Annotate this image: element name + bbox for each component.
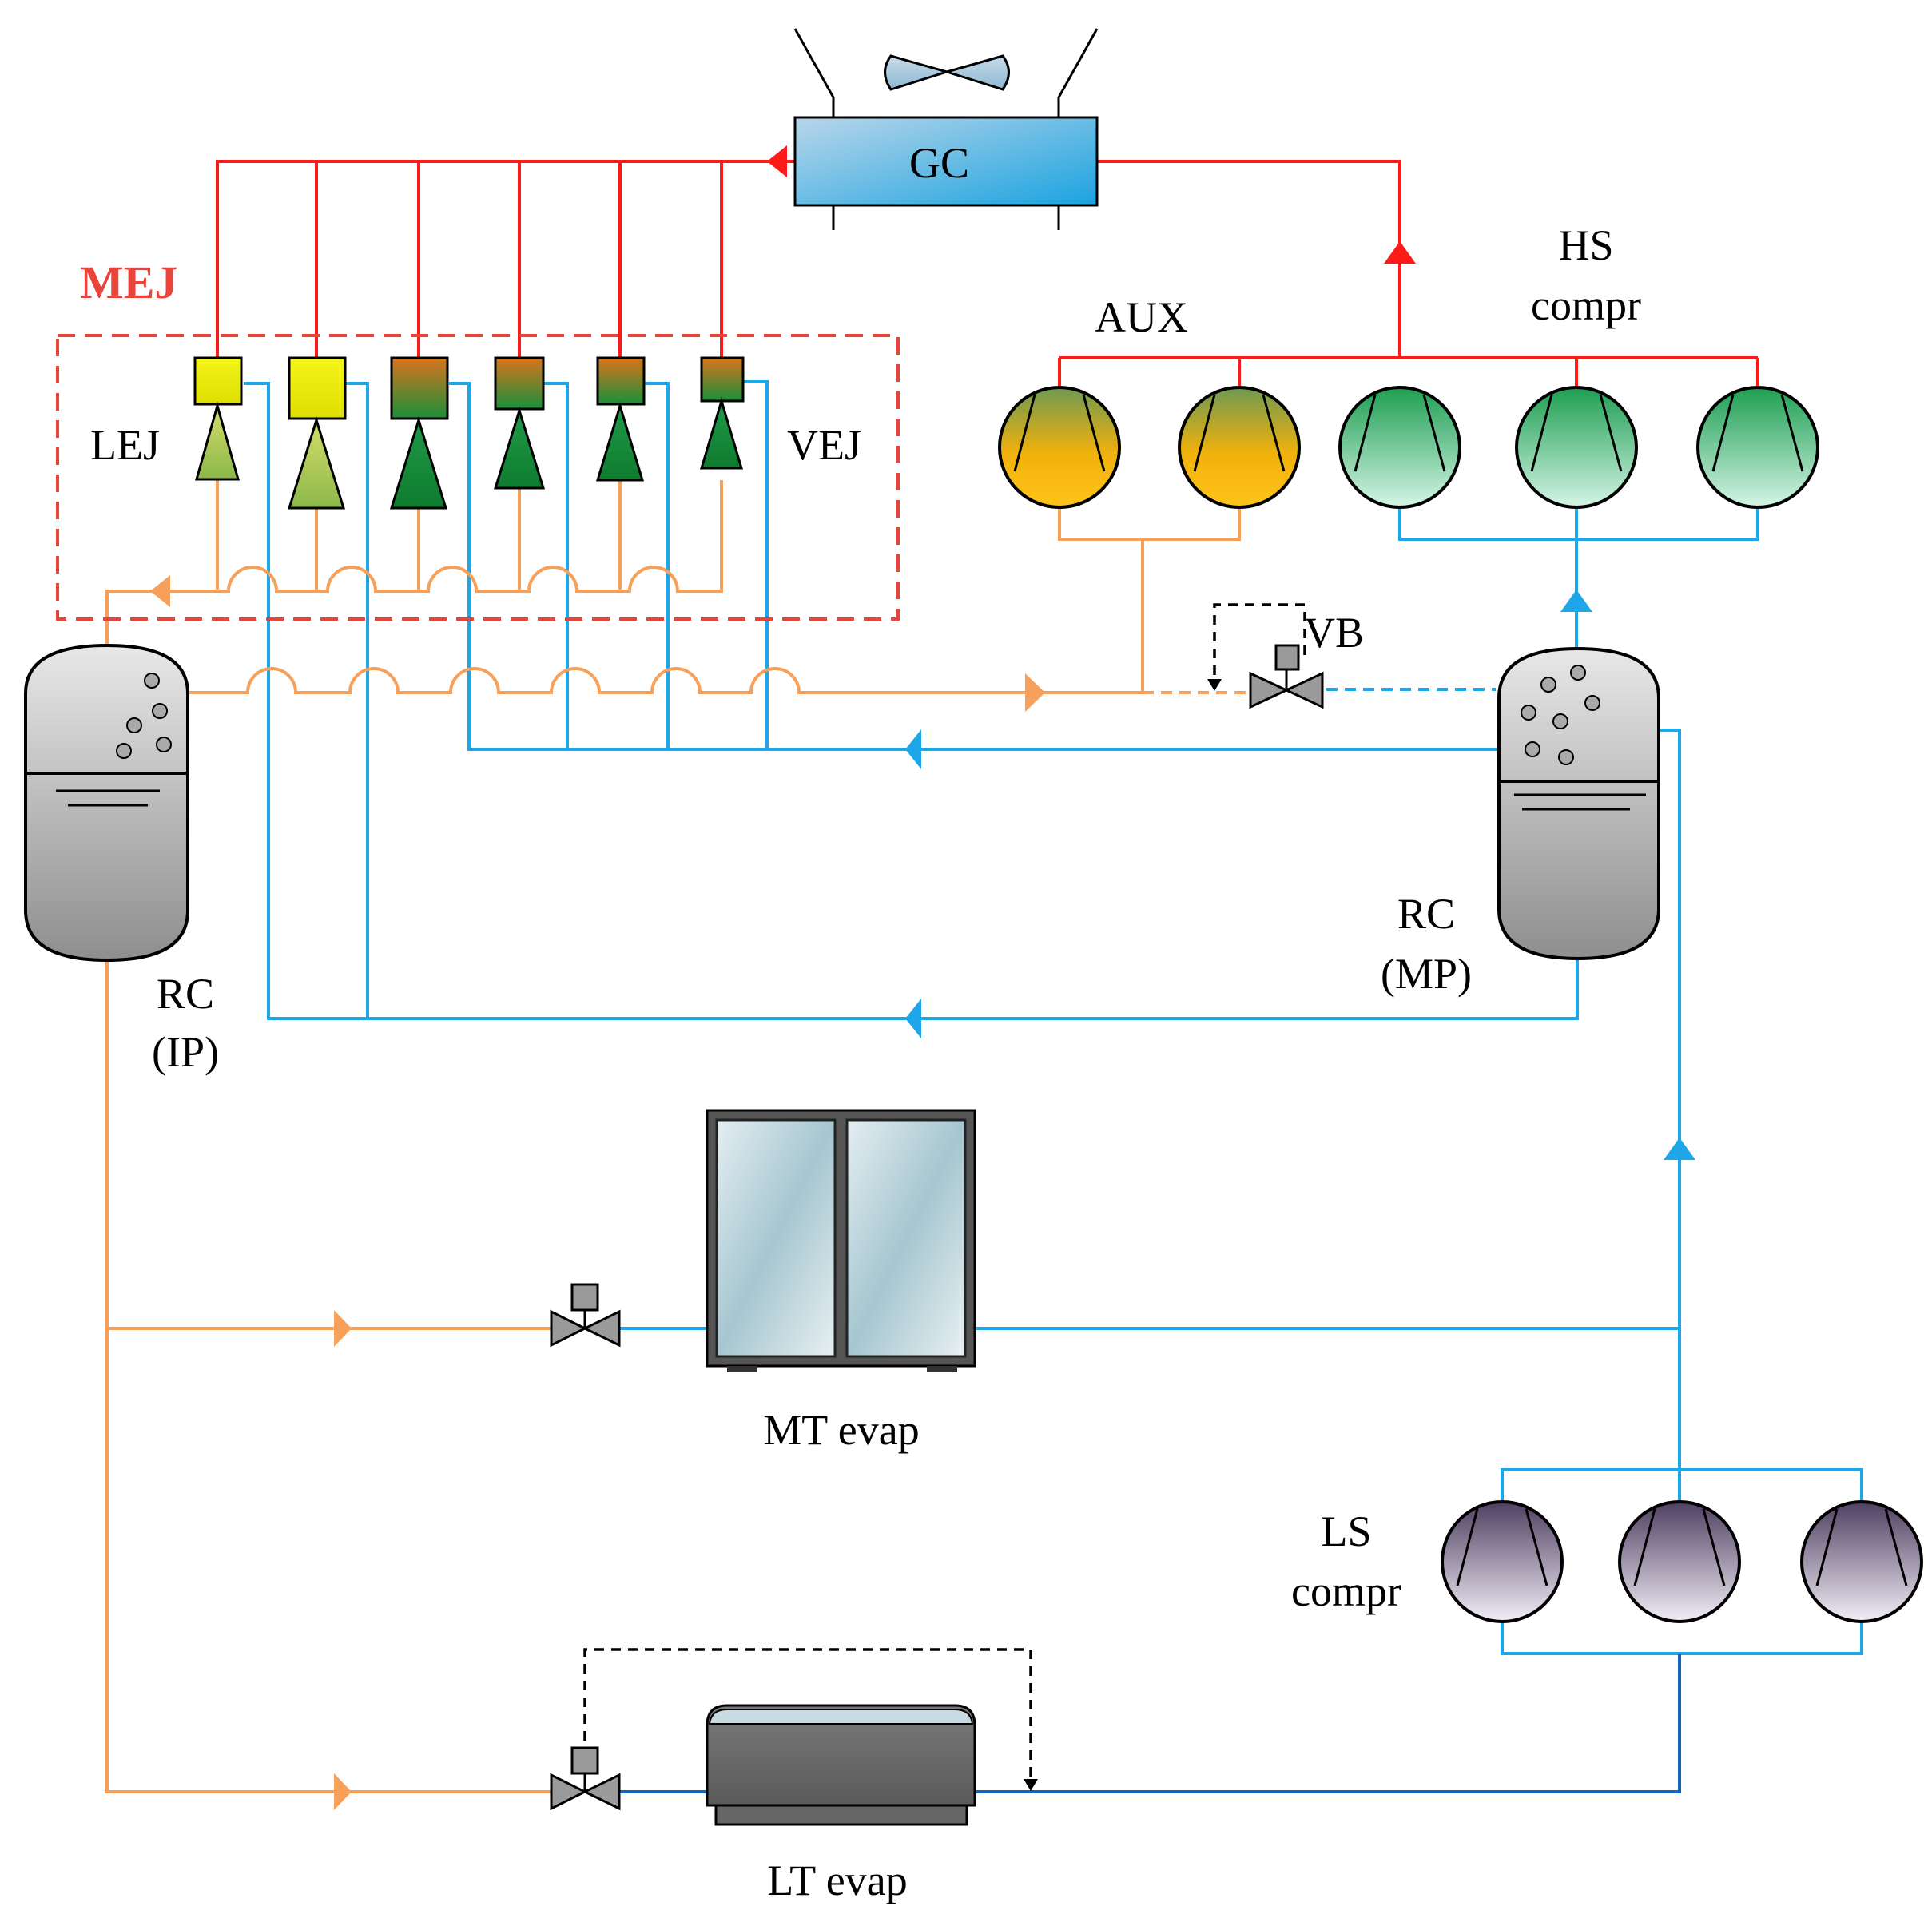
hs-compressor-2 xyxy=(1515,386,1638,509)
flow-arrow-icon xyxy=(334,1310,352,1347)
compressor-bank-ls xyxy=(1441,1500,1923,1623)
flow-arrow-icon xyxy=(1560,590,1592,612)
lt-evaporator xyxy=(550,1648,1038,1826)
ls-compressor-2 xyxy=(1618,1500,1741,1623)
valve-vb xyxy=(1207,603,1324,709)
lt-evap-label: LT evap xyxy=(767,1856,907,1904)
bubble-icon xyxy=(1521,665,1600,765)
mt-evap-label: MT evap xyxy=(763,1406,919,1454)
ejector-6 xyxy=(699,356,745,470)
aux-compressor-1 xyxy=(998,386,1121,509)
ejector-1 xyxy=(193,356,243,481)
aux-label: AUX xyxy=(1095,293,1188,341)
ejector-4 xyxy=(493,356,546,490)
mej-box xyxy=(56,334,900,621)
low-pressure-lines xyxy=(619,1654,1681,1793)
receiver-mp xyxy=(1497,646,1660,961)
fan-icon xyxy=(884,54,1010,91)
rc-mp-label-line2: (MP) xyxy=(1381,950,1472,998)
hs-compressor-3 xyxy=(1696,386,1819,509)
flow-arrow-icon xyxy=(334,1773,352,1810)
intermediate-lines xyxy=(105,479,1246,1810)
ejector-3 xyxy=(389,356,449,510)
mt-expansion-valve xyxy=(550,1283,621,1348)
vej-label: VEJ xyxy=(787,421,861,469)
hs-label-line2: compr xyxy=(1531,281,1641,329)
flow-arrow-icon xyxy=(1664,1138,1695,1160)
gc-label: GC xyxy=(909,139,969,187)
gas-cooler: GC xyxy=(793,28,1099,230)
receiver-ip xyxy=(24,643,189,963)
lt-expansion-valve xyxy=(550,1746,621,1811)
flow-arrow-icon xyxy=(905,729,921,769)
lej-label: LEJ xyxy=(90,421,160,469)
hs-label-line1: HS xyxy=(1558,221,1613,269)
aux-compressor-2 xyxy=(1178,386,1301,509)
flow-arrow-icon xyxy=(150,575,170,607)
ejector-bank xyxy=(193,356,745,510)
rc-ip-label-line1: RC xyxy=(157,970,214,1018)
flow-arrow-icon xyxy=(1025,673,1045,712)
mt-evaporator xyxy=(550,1109,976,1372)
flow-arrow-icon xyxy=(1384,241,1416,264)
rc-mp-label-line1: RC xyxy=(1397,890,1455,938)
mej-label: MEJ xyxy=(80,256,177,308)
hs-compressor-1 xyxy=(1338,386,1461,509)
ejector-2 xyxy=(287,356,347,510)
ls-compressor-1 xyxy=(1441,1500,1564,1623)
rc-ip-label-line2: (IP) xyxy=(152,1028,219,1076)
ls-label-line2: compr xyxy=(1291,1567,1401,1615)
flow-arrow-icon xyxy=(767,145,787,177)
ls-compressor-3 xyxy=(1800,1500,1923,1623)
flow-arrow-icon xyxy=(905,999,921,1038)
ejector-5 xyxy=(595,356,646,482)
medium-pressure-lines xyxy=(244,380,1863,1655)
vb-label: VB xyxy=(1304,609,1364,657)
ls-label-line1: LS xyxy=(1321,1507,1371,1555)
high-pressure-lines xyxy=(216,145,1759,398)
bubble-icon xyxy=(116,673,172,759)
compressor-bank-aux-hs xyxy=(998,386,1819,509)
